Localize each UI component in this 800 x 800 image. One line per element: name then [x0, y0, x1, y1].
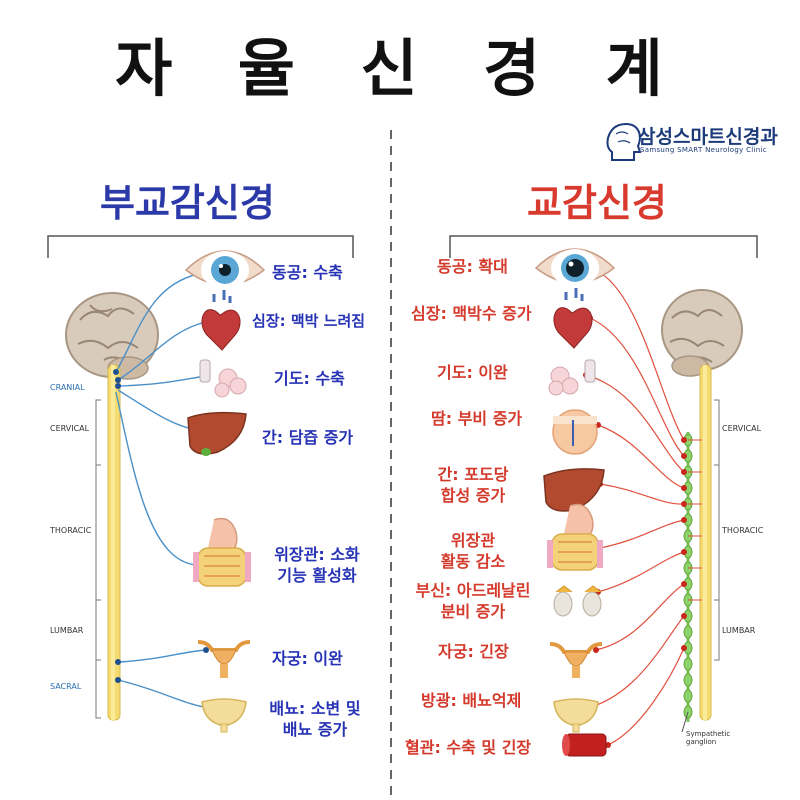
para-airway-icon	[199, 359, 247, 398]
symp-adrenal-icon	[553, 585, 602, 617]
para-label-cranial: CRANIAL	[50, 383, 85, 392]
clinic-logo: 삼성스마트신경과 Samsung SMART Neurology Clinic	[608, 122, 786, 162]
parasympathetic-title: 부교감신경	[100, 181, 275, 225]
symp-effect-uterus: 자궁: 긴장	[438, 642, 509, 661]
para-effect-bladder-line1: 배뇨: 소변 및	[269, 699, 361, 718]
para-effect-bladder: 배뇨: 소변 및 배뇨 증가	[260, 698, 370, 740]
para-effect-uterus: 자궁: 이완	[272, 649, 343, 668]
symp-spine-connectors	[688, 439, 702, 601]
page-title: 자 율 신 경 계	[115, 32, 685, 105]
para-eye-icon	[184, 250, 266, 289]
symp-nerve-ends	[583, 267, 687, 748]
symp-blood-vessel-icon	[562, 733, 607, 757]
symp-effect-gut-line2: 활동 감소	[440, 552, 506, 571]
symp-heart-icon	[553, 288, 593, 349]
symp-effect-adrenal: 부신: 아드레날린 분비 증가	[402, 580, 544, 622]
symp-airway-icon	[548, 359, 596, 396]
symp-effect-pupil: 동공: 확대	[437, 257, 508, 276]
symp-effect-airway: 기도: 이완	[437, 363, 508, 382]
symp-gut-icon	[547, 503, 603, 571]
symp-bracket	[449, 235, 758, 258]
sympathetic-title: 교감신경	[527, 181, 667, 225]
logo-subtitle: Samsung SMART Neurology Clinic	[640, 146, 767, 154]
para-effect-bladder-line2: 배뇨 증가	[282, 720, 348, 739]
symp-effect-liver-line1: 간: 포도당	[437, 465, 509, 484]
symp-effect-gut-line1: 위장관	[450, 531, 496, 550]
para-bladder-icon	[201, 698, 247, 733]
symp-effect-liver-line2: 합성 증가	[440, 486, 506, 505]
symp-effect-liver: 간: 포도당 합성 증가	[418, 464, 528, 506]
symp-eye-icon	[534, 248, 616, 287]
symp-sweat-gland-icon	[552, 409, 598, 455]
para-effect-gut-line2: 기능 활성화	[277, 566, 357, 585]
para-uterus-icon	[197, 640, 251, 678]
ganglion-label-line1: Sympathetic	[686, 730, 731, 738]
para-effect-pupil: 동공: 수축	[272, 263, 343, 282]
para-effect-gut: 위장관: 소화 기능 활성화	[262, 544, 372, 586]
symp-label-thoracic: THORACIC	[722, 526, 764, 535]
para-effect-airway: 기도: 수축	[274, 369, 345, 388]
right-segment-ranges	[714, 399, 720, 661]
left-segment-ranges	[95, 399, 101, 719]
symp-nerves	[585, 269, 685, 746]
ganglion-label-line2: ganglion	[686, 738, 717, 746]
para-heart-icon	[201, 290, 241, 351]
para-bracket	[47, 235, 354, 258]
para-effect-gut-line1: 위장관: 소화	[274, 545, 360, 564]
symp-effect-adrenal-line1: 부신: 아드레날린	[415, 581, 531, 600]
para-label-lumbar: LUMBAR	[50, 626, 84, 635]
symp-effect-bladder: 방광: 배뇨억제	[421, 691, 522, 710]
symp-label-cervical: CERVICAL	[722, 424, 762, 433]
para-label-thoracic: THORACIC	[50, 526, 92, 535]
right-spine	[699, 364, 712, 721]
symp-bladder-icon	[553, 698, 599, 733]
symp-label-lumbar: LUMBAR	[722, 626, 756, 635]
right-brain	[661, 289, 743, 377]
para-effect-heart: 심장: 맥박 느려짐	[252, 312, 366, 330]
logo-name: 삼성스마트신경과	[638, 126, 778, 148]
symp-liver-icon	[543, 468, 605, 512]
para-label-sacral: SACRAL	[50, 682, 82, 691]
para-effect-liver: 간: 담즙 증가	[262, 428, 354, 447]
para-liver-icon	[187, 411, 247, 456]
symp-effect-vessel: 혈관: 수축 및 긴장	[405, 738, 532, 757]
para-nerves	[115, 271, 211, 709]
symp-uterus-icon	[549, 642, 603, 678]
para-gut-icon	[193, 517, 251, 587]
symp-effect-adrenal-line2: 분비 증가	[440, 602, 506, 621]
para-label-cervical: CERVICAL	[50, 424, 90, 433]
symp-effect-gut: 위장관 활동 감소	[418, 530, 528, 572]
logo-head-icon	[606, 122, 642, 161]
symp-effect-heart: 심장: 맥박수 증가	[411, 304, 532, 323]
symp-effect-sweat: 땀: 부비 증가	[431, 409, 523, 428]
symp-label-ganglion: Sympathetic ganglion	[686, 730, 730, 746]
left-spine	[107, 364, 121, 721]
